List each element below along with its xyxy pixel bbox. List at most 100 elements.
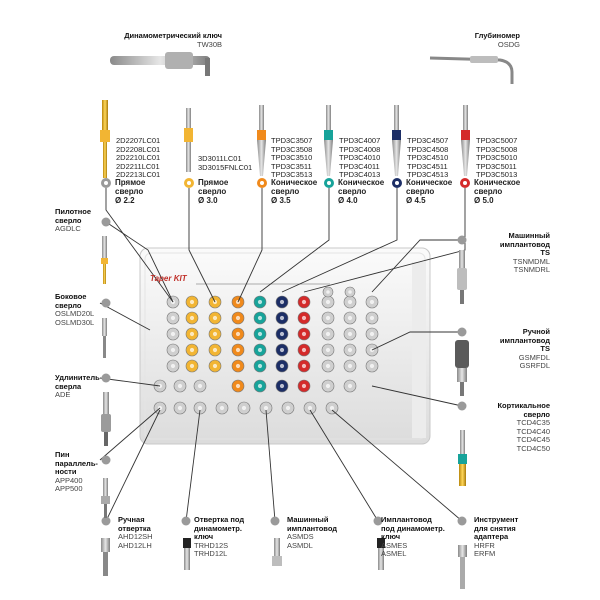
- torque-screwdriver-icon: [183, 538, 191, 570]
- code: ASMDS: [287, 532, 314, 542]
- motor-implant-driver-label: Машинный имплантовод ASMDS ASMDL: [287, 515, 338, 550]
- code: AHD12SH: [118, 532, 153, 542]
- slot-hole: [369, 363, 375, 369]
- title-line: под динамометр.: [381, 523, 445, 533]
- drill-3-title: Коническое сверло Ø 3.5: [271, 178, 317, 205]
- slot-hole: [279, 331, 285, 337]
- code: ASMES: [381, 540, 408, 550]
- slot-hole: [279, 347, 285, 353]
- drill-size: Ø 5.0: [474, 196, 494, 205]
- code: TPD3C5008: [476, 144, 518, 154]
- code: 3D3011LC01: [198, 154, 242, 163]
- code: 2D2208LC01: [116, 144, 161, 154]
- slot-hole: [212, 347, 218, 353]
- drill-size: Ø 4.0: [338, 196, 358, 205]
- code: APP400: [55, 475, 83, 485]
- leader-line: [309, 409, 379, 522]
- depth-gauge-title: Глубиномер: [474, 31, 520, 40]
- leader-line: [371, 239, 462, 293]
- leader-line: [237, 188, 263, 303]
- code: GSMFDL: [518, 352, 550, 362]
- drill-icon-3: [257, 105, 266, 176]
- title-line: сверло: [55, 300, 82, 310]
- slot-hole: [325, 331, 331, 337]
- slot-hole: [325, 315, 331, 321]
- label-bullet: [101, 516, 111, 526]
- leader-line: [371, 331, 462, 351]
- title-line: ключ: [381, 532, 401, 542]
- code: TPD3C3513: [271, 170, 313, 180]
- label-bullet: [457, 401, 467, 411]
- depth-gauge-code: OSDG: [497, 39, 520, 49]
- code: 2D2207LC01: [116, 136, 161, 145]
- manual-implant-driver-ts-icon: [455, 340, 469, 396]
- drill-1-codes: 2D2207LC01 2D2208LC01 2D2210LC01 2D2211L…: [116, 136, 161, 180]
- code: 2D2211LC01: [116, 161, 160, 171]
- leader-line: [259, 188, 330, 293]
- code: OSLMD20L: [55, 309, 95, 319]
- drill-6-title: Коническое сверло Ø 5.0: [474, 178, 520, 205]
- code: TPD3C3510: [271, 153, 313, 163]
- code: 3D3015FNLC01: [198, 162, 253, 172]
- cortical-drill-icon: [458, 430, 467, 486]
- side-drill-icon: [102, 318, 107, 358]
- code: 2D2210LC01: [116, 153, 161, 163]
- slot-hole: [235, 331, 241, 337]
- kit-brand: Taper KIT: [150, 274, 187, 283]
- drill-size: Ø 3.0: [198, 196, 218, 205]
- slot-hole: [197, 405, 203, 411]
- code: TCD4C50: [516, 443, 550, 453]
- slot-hole: [307, 405, 313, 411]
- code: ERFM: [474, 549, 496, 559]
- title-line: имплантовод: [287, 523, 338, 533]
- label-bullet: [101, 455, 111, 465]
- slot-hole: [347, 299, 353, 305]
- code: TPD3C3508: [271, 144, 313, 154]
- pilot-drill-icon: [101, 236, 108, 284]
- slot-hole: [170, 363, 176, 369]
- leader-line: [265, 409, 276, 522]
- title-line: сверло: [115, 187, 144, 196]
- code: TPD3C5010: [476, 153, 518, 163]
- code: TPD3C3511: [271, 161, 312, 171]
- code: TPD3C4008: [339, 144, 381, 154]
- leader-line: [99, 407, 161, 461]
- title-line: сверло: [406, 187, 435, 196]
- title-line: для снятия: [474, 523, 516, 533]
- slot-hole: [235, 383, 241, 389]
- code: ADE: [55, 390, 71, 400]
- code: TPD3C4511: [407, 161, 448, 171]
- label-bullet: [181, 516, 191, 526]
- code: TPD3C4508: [407, 144, 449, 154]
- title-line: Прямое: [198, 178, 229, 187]
- slot-hole: [241, 405, 247, 411]
- slot-hole: [301, 347, 307, 353]
- title-line: ности: [55, 467, 77, 477]
- title-line: Коническое: [406, 178, 453, 187]
- adapter-removal-tool-icon: [458, 545, 467, 589]
- slot-hole: [263, 405, 269, 411]
- slot-hole: [189, 299, 195, 305]
- code: OSLMD30L: [55, 317, 95, 327]
- torque-wrench-icon: [110, 52, 210, 76]
- hand-screwdriver-icon: [101, 538, 110, 576]
- code: TSNMDML: [512, 256, 550, 266]
- title-line: Коническое: [271, 178, 318, 187]
- drill-size: Ø 4.5: [406, 196, 426, 205]
- slot-hole: [325, 299, 331, 305]
- code: TPD3C5007: [476, 136, 518, 145]
- slot-hole: [189, 315, 195, 321]
- slot-hole: [257, 331, 263, 337]
- code: AHD12LH: [118, 540, 152, 550]
- slot-hole: [325, 347, 331, 353]
- slot-hole: [301, 315, 307, 321]
- code: HRFR: [474, 540, 495, 550]
- title-line: имплантовод: [499, 239, 550, 249]
- drill-4-codes: TPD3C4007 TPD3C4008 TPD3C4010 TPD3C4011 …: [339, 136, 381, 180]
- drill-3-codes: TPD3C3507 TPD3C3508 TPD3C3510 TPD3C3511 …: [271, 136, 313, 180]
- label-bullet: [457, 235, 467, 245]
- slot-hole: [325, 383, 331, 389]
- parallel-pin-label: Пин параллель- ности APP400 APP500: [55, 450, 98, 494]
- drill-icon-5: [392, 105, 401, 176]
- title-line: сверло: [271, 187, 300, 196]
